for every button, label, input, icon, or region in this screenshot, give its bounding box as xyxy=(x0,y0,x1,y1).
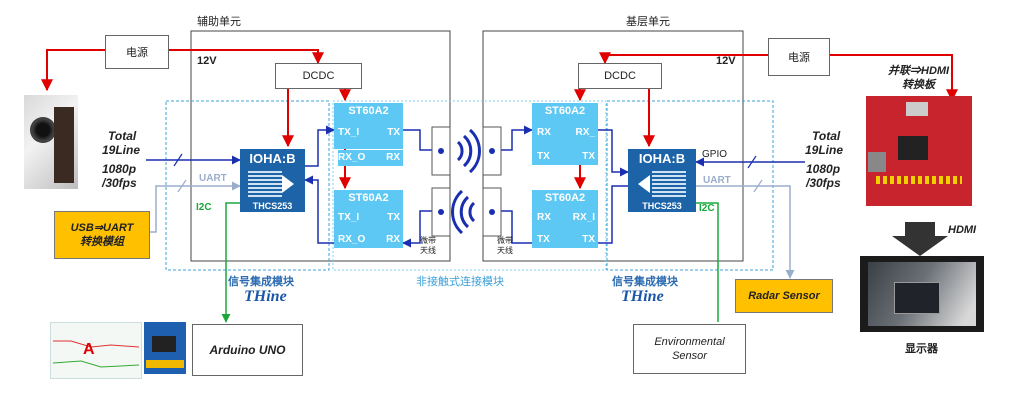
ioha-stripes xyxy=(248,169,282,199)
ioha-triangle-icon xyxy=(638,175,650,193)
graph-plot xyxy=(52,340,140,368)
pin-rx: RX xyxy=(386,234,400,245)
usb-uart-module: USB⇒UART 转换模组 xyxy=(54,211,150,259)
ioha-triangle-icon xyxy=(282,175,294,193)
arduino-image xyxy=(144,322,186,374)
camera-board xyxy=(54,107,74,183)
pin-rx-o: RX_O xyxy=(338,152,366,163)
wireless-waves-top-icon xyxy=(456,128,481,174)
signal-module-left-region xyxy=(165,100,330,271)
aux-voltage-label: 12V xyxy=(197,55,217,67)
pin-tx-i: TX_I xyxy=(338,127,360,138)
pin-tx: TX xyxy=(537,234,550,245)
display-image xyxy=(860,256,984,332)
environmental-sensor-box: Environmental Sensor xyxy=(633,324,746,374)
antenna-label-left: 微带 天线 xyxy=(420,236,436,255)
st60-base-top: ST60A2 RX RX_ TX TX xyxy=(532,103,598,165)
pin-rx: RX xyxy=(537,127,551,138)
arduino-chip xyxy=(152,336,176,352)
st60-title: ST60A2 xyxy=(544,105,586,117)
right-gpio: GPIO xyxy=(702,149,728,160)
pin-tx: TX xyxy=(387,127,400,138)
ioha-title: IOHA:B xyxy=(638,151,686,166)
base-unit-title: 基层单元 xyxy=(626,16,670,28)
thine-logo-left: THine xyxy=(244,288,287,305)
st60-aux-bottom: ST60A2 TX_I TX RX_O RX xyxy=(334,190,403,248)
ioha-title: IOHA:B xyxy=(249,151,296,166)
st60-aux-top: ST60A2 TX_I TX xyxy=(334,103,403,149)
dcdc-left: DCDC xyxy=(275,63,362,89)
pin-tx-i: TX_I xyxy=(338,212,360,223)
pin-tx: TX xyxy=(582,234,595,245)
right-res: 1080p xyxy=(806,162,841,176)
thine-logo-right: THine xyxy=(621,288,664,305)
camera-image xyxy=(24,95,78,189)
aux-top-rx-o: RX_O RX xyxy=(338,150,403,166)
board-header xyxy=(876,176,962,184)
left-i2c: I2C xyxy=(196,202,212,213)
hdmi-board-label: 并联⇒HDMI 转换板 xyxy=(888,65,950,91)
board-port xyxy=(868,152,886,172)
signal-module-label-left: 信号集成模块 xyxy=(228,276,294,288)
pin-rx-o: RX_O xyxy=(338,234,366,245)
pin-rx-t: RX_ xyxy=(575,127,595,138)
left-res: 1080p xyxy=(102,162,137,176)
base-voltage-label: 12V xyxy=(716,55,736,67)
st60-base-bottom: ST60A2 RX RX_I TX TX xyxy=(532,190,598,248)
left-total: Total xyxy=(108,129,137,143)
st60-title: ST60A2 xyxy=(348,192,389,204)
ioha-stripes xyxy=(652,169,686,199)
ioha-chip-left: IOHA:B THCS253 xyxy=(240,149,305,212)
st60-title: ST60A2 xyxy=(348,105,389,117)
power-supply-right: 电源 xyxy=(768,38,830,76)
arduino-uno-box: Arduino UNO xyxy=(192,324,303,376)
wireless-waves-bottom-icon xyxy=(451,189,476,235)
pin-rx: RX xyxy=(537,212,551,223)
power-supply-left: 电源 xyxy=(105,35,169,69)
pin-tx: TX xyxy=(387,212,400,223)
pin-rx-i: RX_I xyxy=(572,212,595,223)
radar-sensor-box: Radar Sensor xyxy=(735,279,833,313)
left-lines: 19Line xyxy=(102,143,141,157)
board-connector xyxy=(906,102,928,116)
st60-title: ST60A2 xyxy=(544,192,586,204)
graph-image: A xyxy=(50,322,142,379)
contactless-module-region xyxy=(332,100,607,271)
antenna-label-right: 微带 天线 xyxy=(497,236,513,255)
right-fps: /30fps xyxy=(806,176,841,190)
arduino-header xyxy=(146,360,184,368)
right-uart: UART xyxy=(703,175,731,186)
right-i2c: I2C xyxy=(699,203,715,214)
aux-unit-title: 辅助单元 xyxy=(197,16,241,28)
hdmi-down-arrow xyxy=(892,222,948,256)
right-lines: 19Line xyxy=(805,143,844,157)
display-label: 显示器 xyxy=(905,343,938,355)
ioha-part: THCS253 xyxy=(642,201,682,211)
pin-rx: RX xyxy=(386,152,400,163)
left-fps: /30fps xyxy=(102,176,137,190)
dcdc-right: DCDC xyxy=(578,63,662,89)
right-total: Total xyxy=(812,129,841,143)
hdmi-board-image xyxy=(866,96,972,206)
ioha-chip-right: IOHA:B THCS253 xyxy=(628,149,696,212)
display-laptop xyxy=(894,282,940,314)
signal-module-label-right: 信号集成模块 xyxy=(612,276,678,288)
pin-tx: TX xyxy=(582,151,595,162)
ioha-part: THCS253 xyxy=(252,201,293,211)
camera-lens-icon xyxy=(30,117,56,143)
left-uart: UART xyxy=(199,173,227,184)
board-chip xyxy=(898,136,928,160)
graph-marker-icon: A xyxy=(83,341,95,358)
hdmi-label: HDMI xyxy=(948,224,977,236)
pin-tx: TX xyxy=(537,151,550,162)
contactless-module-label: 非接触式连接模块 xyxy=(416,276,504,288)
